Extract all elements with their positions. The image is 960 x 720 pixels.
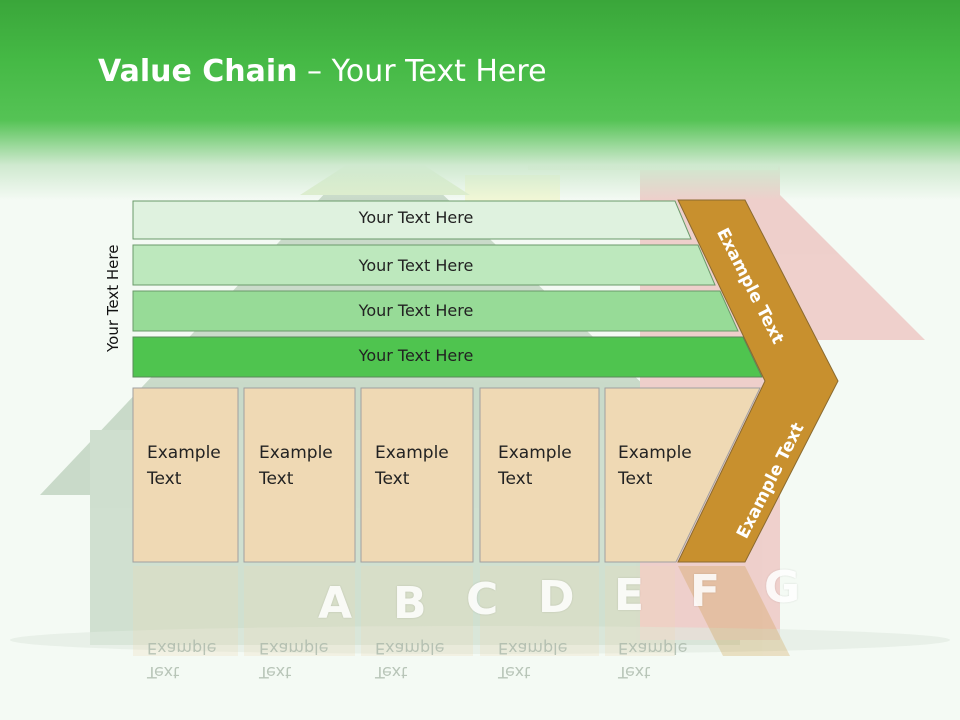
support-bar-3 [132, 290, 739, 332]
support-bar-2-label: Your Text Here [358, 256, 474, 275]
page-title: Value Chain – Your Text Here [98, 54, 547, 89]
energy-letter-d: D [538, 572, 575, 623]
primary-cell-2 [243, 387, 356, 563]
header-band [0, 0, 960, 200]
primary-cell-4 [479, 387, 600, 563]
chevron-margin [677, 199, 839, 563]
energy-letter-g: G [764, 562, 801, 613]
support-bar-4-label: Your Text Here [358, 346, 474, 365]
primary-cell-5 [604, 387, 761, 563]
primary-cell-1 [132, 387, 239, 563]
energy-letter-a: A [318, 578, 353, 629]
support-bar-3-label: Your Text Here [358, 301, 474, 320]
primary-cell-3 [360, 387, 474, 563]
support-bar-2 [132, 244, 716, 286]
energy-letter-c: C [466, 574, 499, 625]
support-bar-4 [132, 336, 763, 378]
energy-letter-b: B [393, 578, 427, 629]
support-bar-1 [132, 200, 692, 240]
energy-letter-e: E [614, 570, 645, 621]
support-bar-1-label: Your Text Here [358, 208, 474, 227]
energy-letter-f: F [690, 566, 721, 617]
